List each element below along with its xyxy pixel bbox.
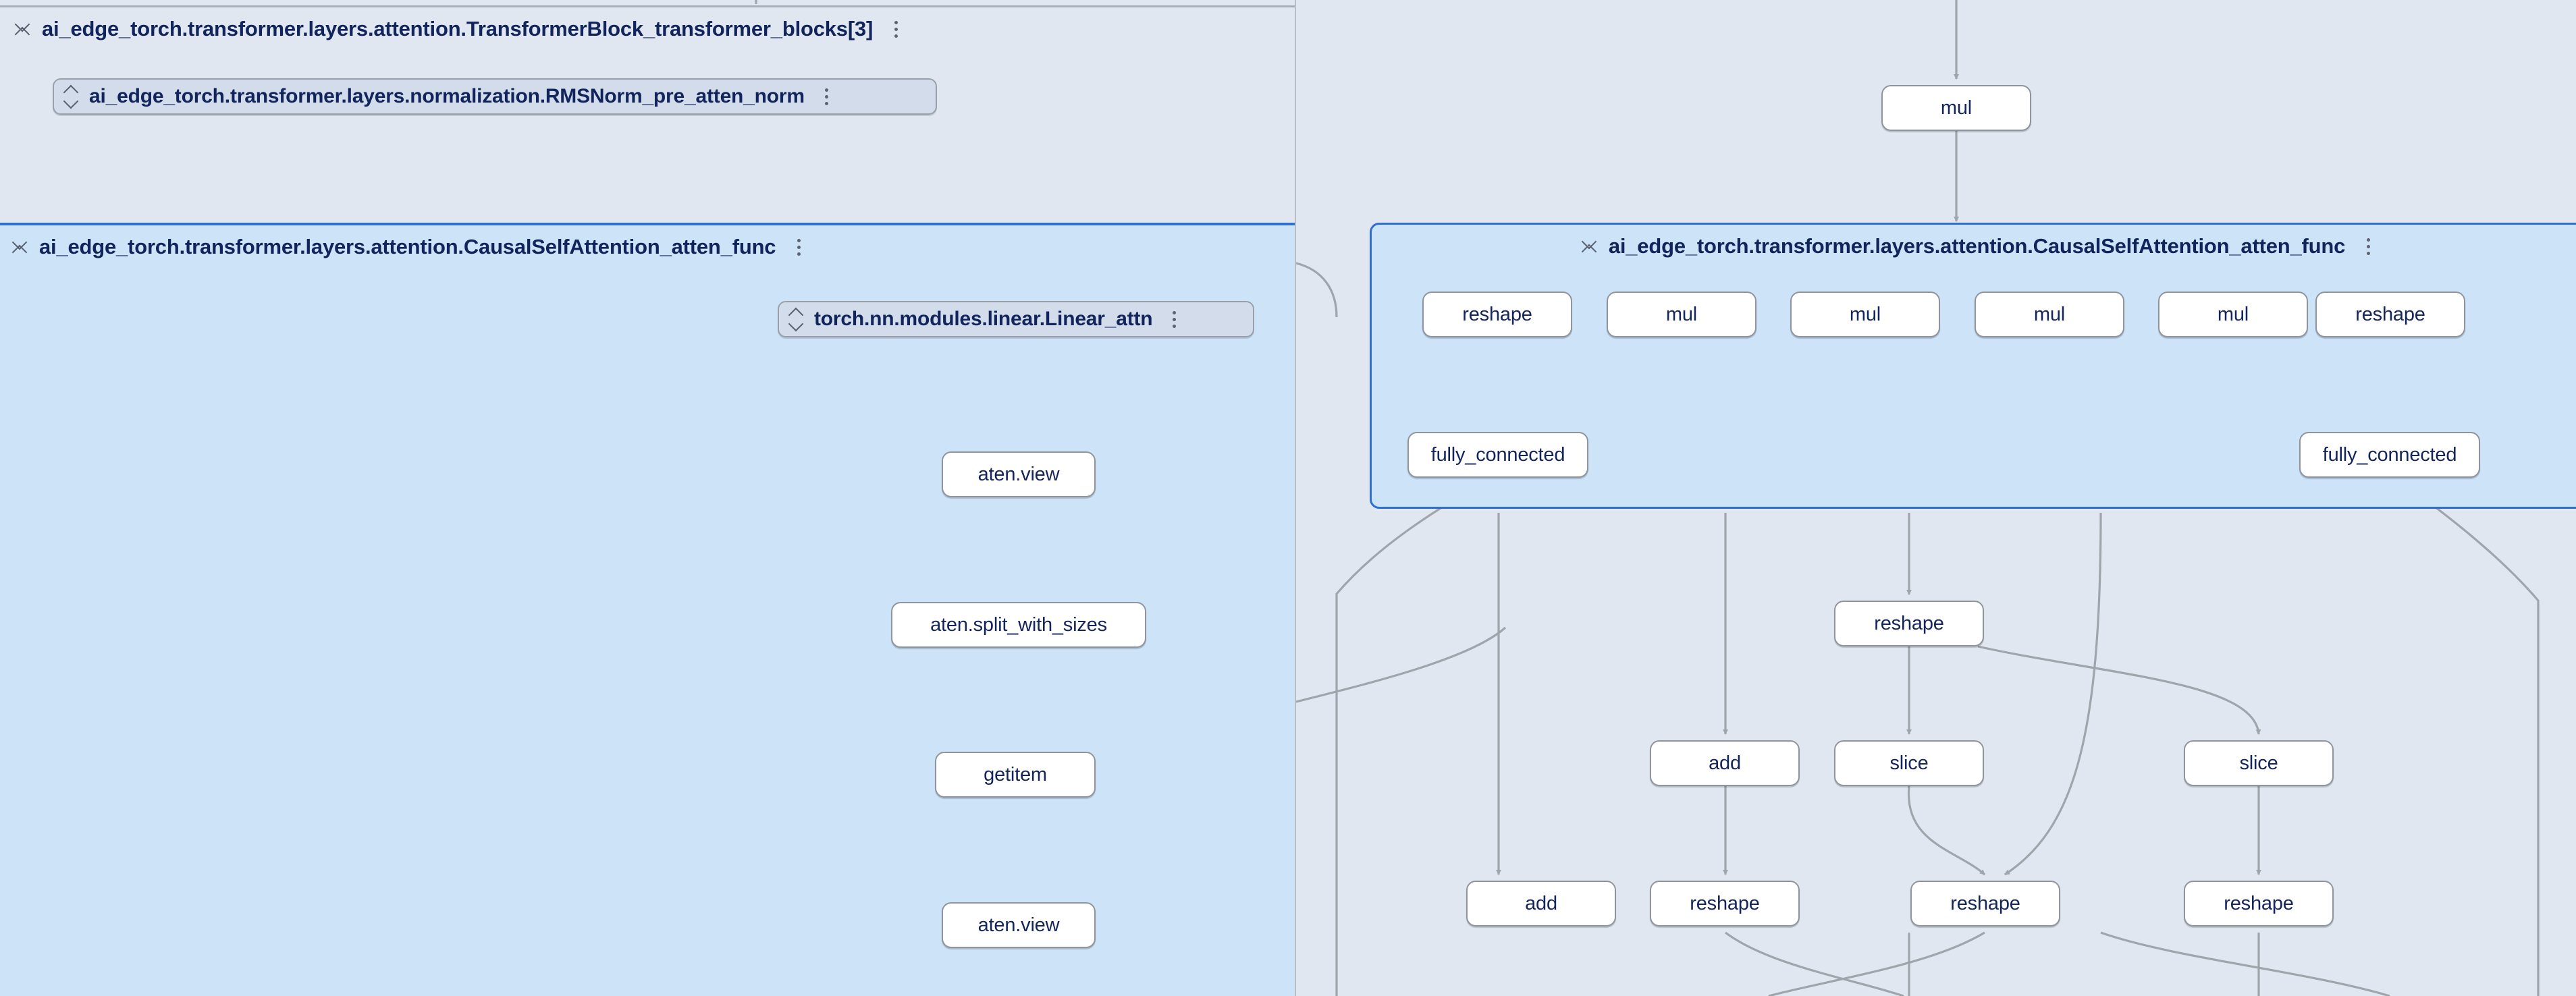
node-mul-4[interactable]: mul xyxy=(2158,292,2308,337)
kebab-menu-icon[interactable] xyxy=(894,18,901,40)
node-add-2[interactable]: add xyxy=(1466,881,1616,926)
group-causal-self-attention-right-title: ai_edge_torch.transformer.layers.attenti… xyxy=(1608,234,2346,258)
kebab-menu-icon[interactable] xyxy=(797,236,804,258)
node-mul-top[interactable]: mul xyxy=(1881,85,2031,131)
node-mul-3[interactable]: mul xyxy=(1975,292,2124,337)
node-reshape-k[interactable]: reshape xyxy=(2315,292,2465,337)
pill-rmsnorm-label: ai_edge_torch.transformer.layers.normali… xyxy=(89,85,805,107)
node-label: reshape xyxy=(1462,303,1532,325)
node-label: reshape xyxy=(1690,892,1760,914)
node-reshape-outer-2[interactable]: reshape xyxy=(1650,881,1800,926)
node-label: aten.view xyxy=(977,463,1060,485)
node-label: mul xyxy=(2217,303,2249,325)
group-transformer-block-header[interactable]: ai_edge_torch.transformer.layers.attenti… xyxy=(0,7,1295,51)
node-label: aten.view xyxy=(977,914,1060,936)
node-label: mul xyxy=(1665,303,1698,325)
node-label: reshape xyxy=(1950,892,2020,914)
left-graph-panel[interactable]: ai_edge_torch.transformer.layers.attenti… xyxy=(0,0,1296,996)
node-label: add xyxy=(1709,752,1741,774)
node-fully-connected-1[interactable]: fully_connected xyxy=(1407,432,1588,478)
group-causal-self-attention-left-header[interactable]: ai_edge_torch.transformer.layers.attenti… xyxy=(0,225,1295,269)
node-label: reshape xyxy=(2224,892,2294,914)
node-label: add xyxy=(1525,892,1557,914)
kebab-menu-icon[interactable] xyxy=(1173,308,1179,331)
node-label: aten.split_with_sizes xyxy=(930,613,1107,636)
node-getitem[interactable]: getitem xyxy=(935,752,1096,798)
node-mul-2[interactable]: mul xyxy=(1790,292,1940,337)
node-aten-split-with-sizes[interactable]: aten.split_with_sizes xyxy=(891,602,1146,648)
kebab-menu-icon[interactable] xyxy=(824,85,832,108)
node-reshape-q[interactable]: reshape xyxy=(1422,292,1572,337)
node-label: mul xyxy=(2033,303,2066,325)
node-label: mul xyxy=(1940,96,1973,119)
pill-rmsnorm-pre-atten-norm[interactable]: ai_edge_torch.transformer.layers.normali… xyxy=(53,78,937,115)
node-label: fully_connected xyxy=(2322,443,2457,466)
node-aten-view-2[interactable]: aten.view xyxy=(942,902,1096,948)
node-label: reshape xyxy=(2355,303,2425,325)
collapse-chevrons-icon[interactable] xyxy=(15,18,30,40)
node-slice-1[interactable]: slice xyxy=(1834,740,1984,786)
node-label: slice xyxy=(1889,752,1929,774)
node-reshape-outer-1[interactable]: reshape xyxy=(1834,601,1984,646)
pill-linear-attn[interactable]: torch.nn.modules.linear.Linear_attn xyxy=(778,301,1254,337)
kebab-menu-icon[interactable] xyxy=(2367,235,2373,258)
group-transformer-block-title: ai_edge_torch.transformer.layers.attenti… xyxy=(42,17,874,40)
expand-chevrons-icon[interactable] xyxy=(788,308,803,331)
node-label: slice xyxy=(2239,752,2278,774)
right-graph-panel[interactable]: mul ai_edge_torch.transformer.layers.att… xyxy=(1296,0,2576,996)
node-mul-1[interactable]: mul xyxy=(1607,292,1756,337)
group-causal-self-attention-right-header[interactable]: ai_edge_torch.transformer.layers.attenti… xyxy=(1372,225,2576,268)
node-aten-view-1[interactable]: aten.view xyxy=(942,451,1096,497)
node-label: getitem xyxy=(984,763,1047,785)
collapse-chevrons-icon[interactable] xyxy=(1582,235,1596,258)
node-reshape-outer-4[interactable]: reshape xyxy=(2184,881,2334,926)
node-label: mul xyxy=(1849,303,1881,325)
node-slice-2[interactable]: slice xyxy=(2184,740,2334,786)
collapse-chevrons-icon[interactable] xyxy=(12,236,27,258)
node-label: reshape xyxy=(1874,612,1944,634)
node-reshape-outer-3[interactable]: reshape xyxy=(1910,881,2060,926)
pill-linear-label: torch.nn.modules.linear.Linear_attn xyxy=(814,308,1153,330)
node-fully-connected-2[interactable]: fully_connected xyxy=(2299,432,2480,478)
group-causal-self-attention-left-title: ai_edge_torch.transformer.layers.attenti… xyxy=(39,235,776,258)
node-label: fully_connected xyxy=(1430,443,1565,466)
expand-chevrons-icon[interactable] xyxy=(63,85,78,108)
node-add-1[interactable]: add xyxy=(1650,740,1800,786)
